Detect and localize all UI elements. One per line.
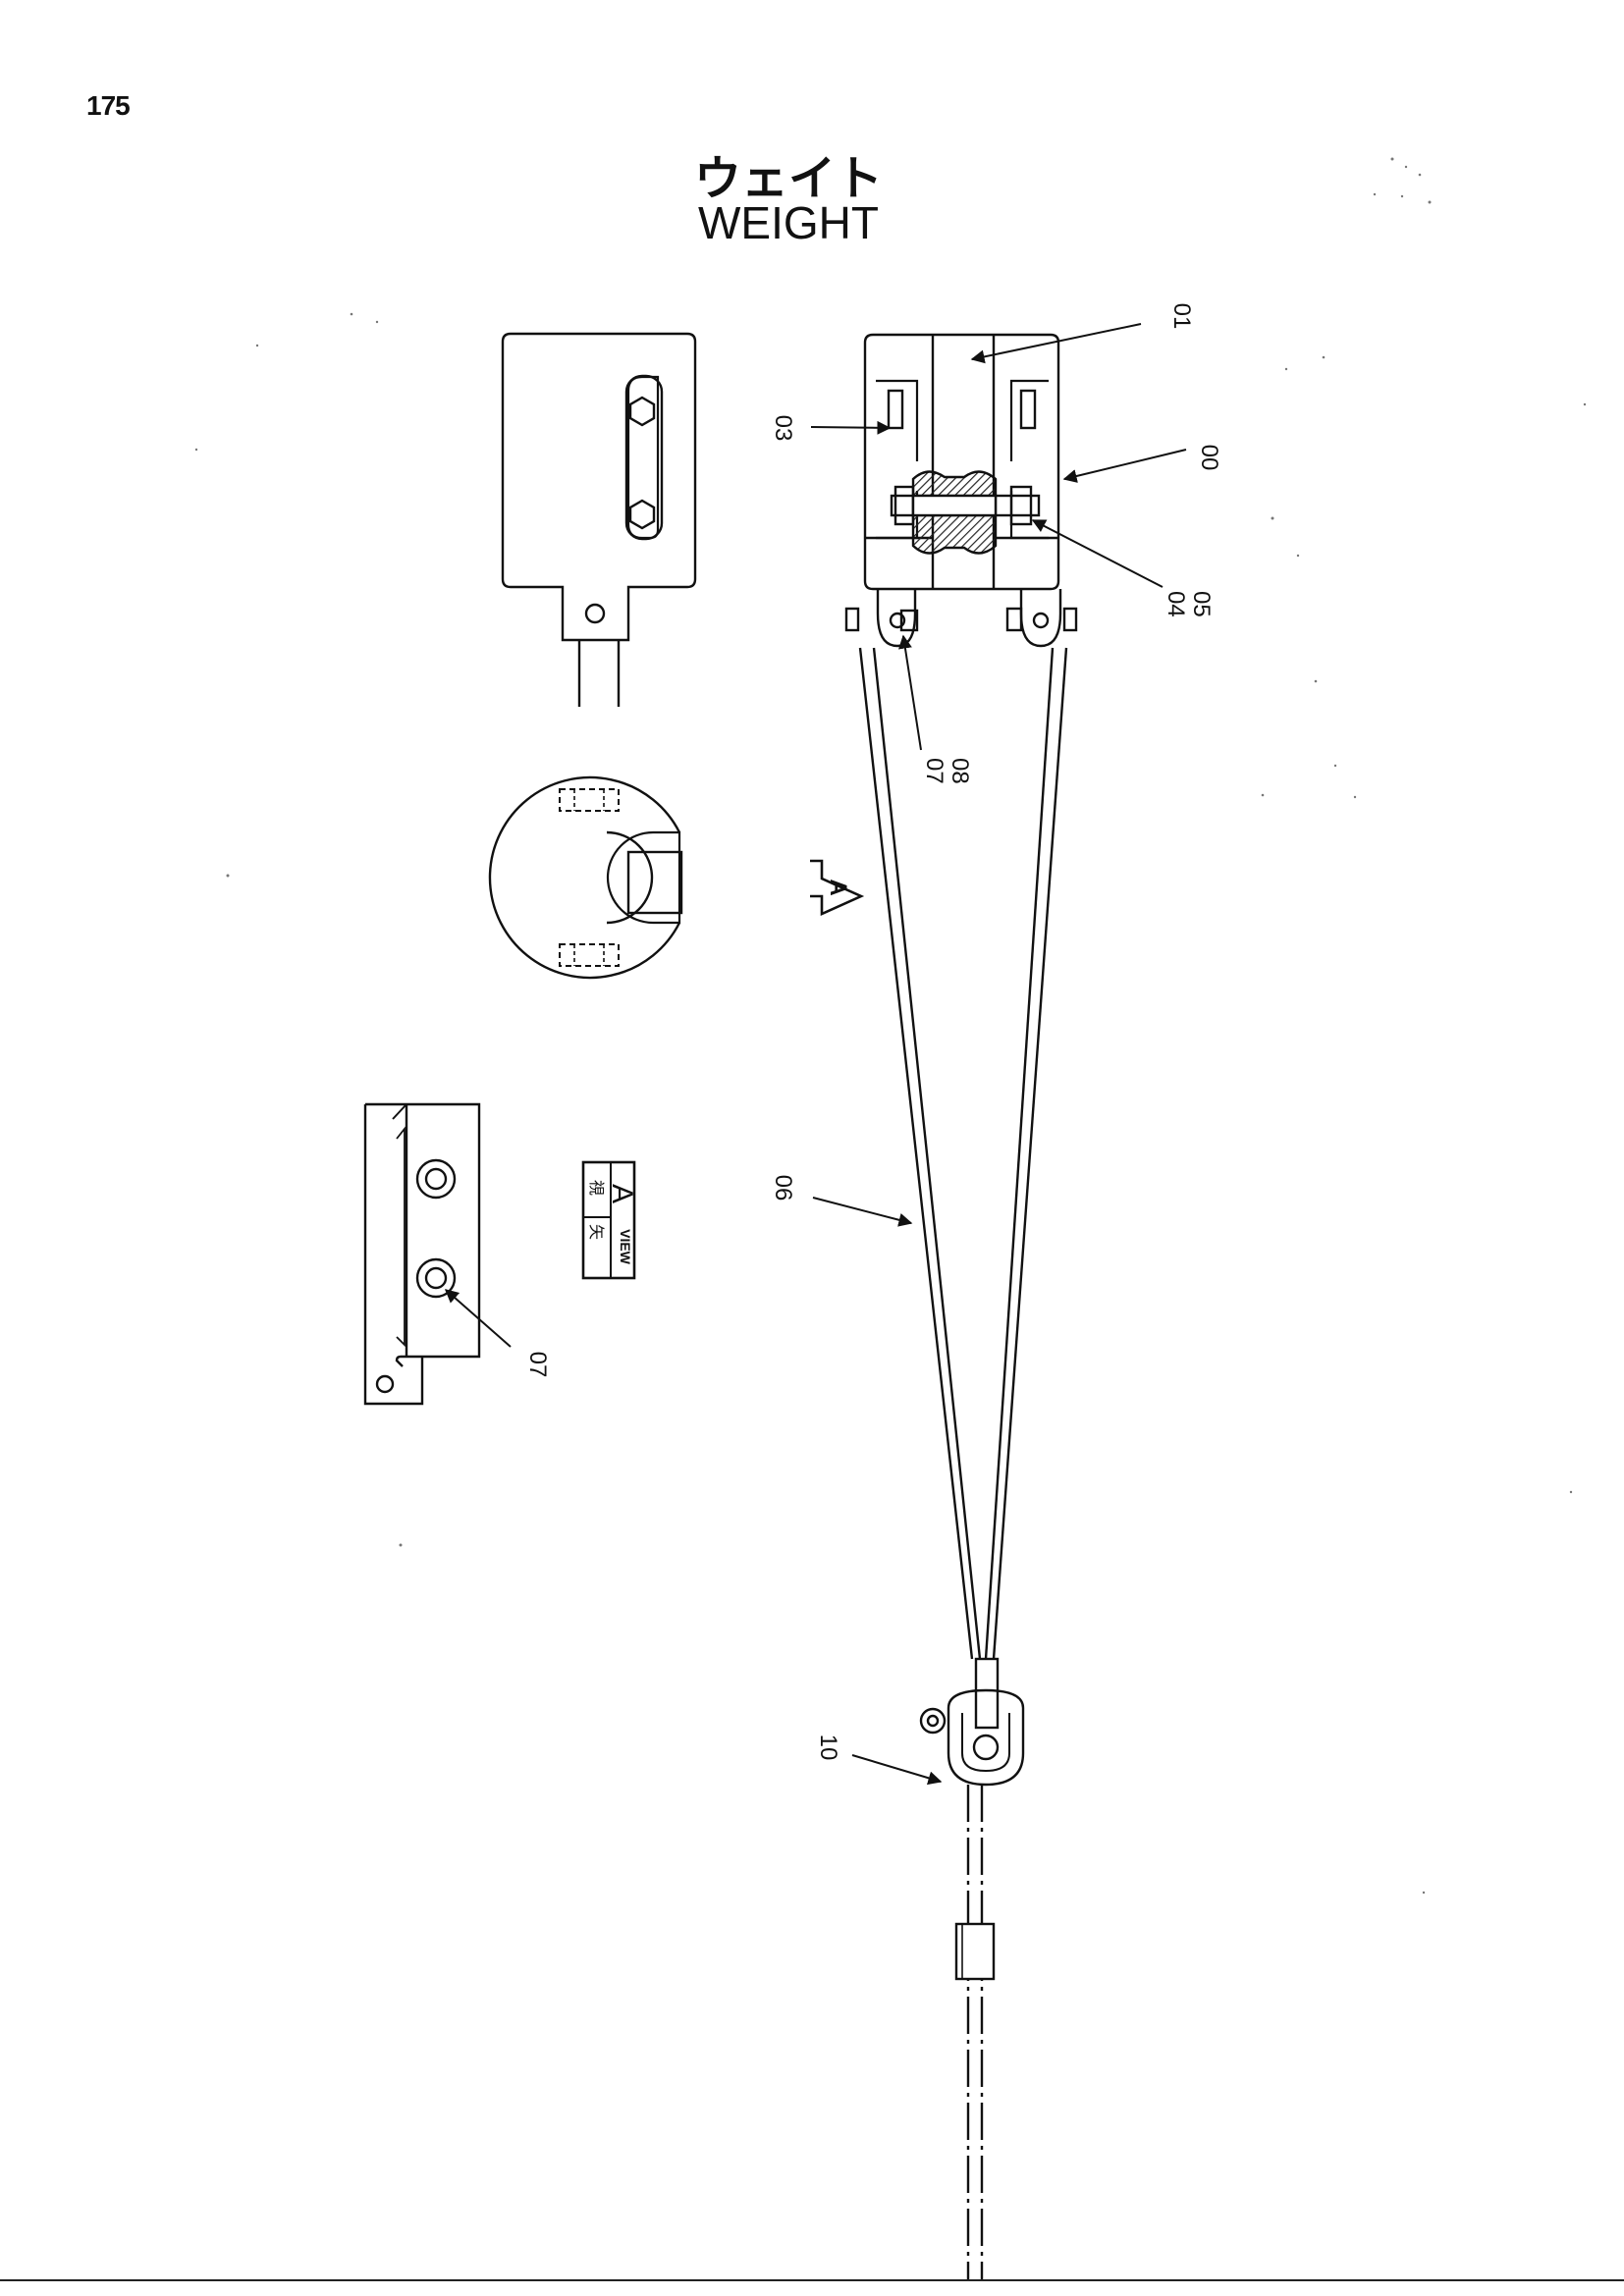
- view-label-letter: A: [606, 1184, 638, 1203]
- callout-leaders: [810, 323, 1187, 1786]
- weight-assembly-front-view: [844, 333, 1078, 2279]
- callout-04: 04: [1163, 591, 1189, 617]
- view-label-jp-bottom: 視: [587, 1180, 605, 1196]
- view-label-en: VIEW: [618, 1229, 633, 1265]
- bottom-border-line: [0, 2279, 1624, 2281]
- page-number: 175: [86, 90, 131, 121]
- weight-plate-side-view: [501, 332, 697, 707]
- callout-00: 00: [1196, 445, 1222, 471]
- callout-05: 05: [1188, 591, 1215, 617]
- callout-06: 06: [770, 1175, 796, 1201]
- callout-03: 03: [770, 415, 796, 442]
- callout-07-top: 07: [921, 758, 947, 784]
- weight-ring-top-view: [488, 775, 683, 980]
- view-a-label-box: [581, 1160, 636, 1280]
- scan-noise: [194, 157, 1587, 1895]
- view-label-jp-top: 矢: [587, 1224, 605, 1240]
- callout-10: 10: [815, 1735, 841, 1761]
- callout-08: 08: [947, 758, 973, 784]
- view-a-bracket-detail: [363, 1102, 512, 1406]
- view-a-direction-arrow: [810, 859, 865, 917]
- callout-07-08: 07 08: [921, 758, 973, 790]
- page-title-english: WEIGHT: [698, 197, 879, 248]
- view-arrow-letter: A: [825, 879, 851, 895]
- page-title-japanese: ウェイト: [693, 151, 883, 206]
- callout-07: 07: [524, 1352, 551, 1378]
- callout-04-05: 04 05: [1163, 591, 1215, 623]
- callout-01: 01: [1168, 303, 1195, 330]
